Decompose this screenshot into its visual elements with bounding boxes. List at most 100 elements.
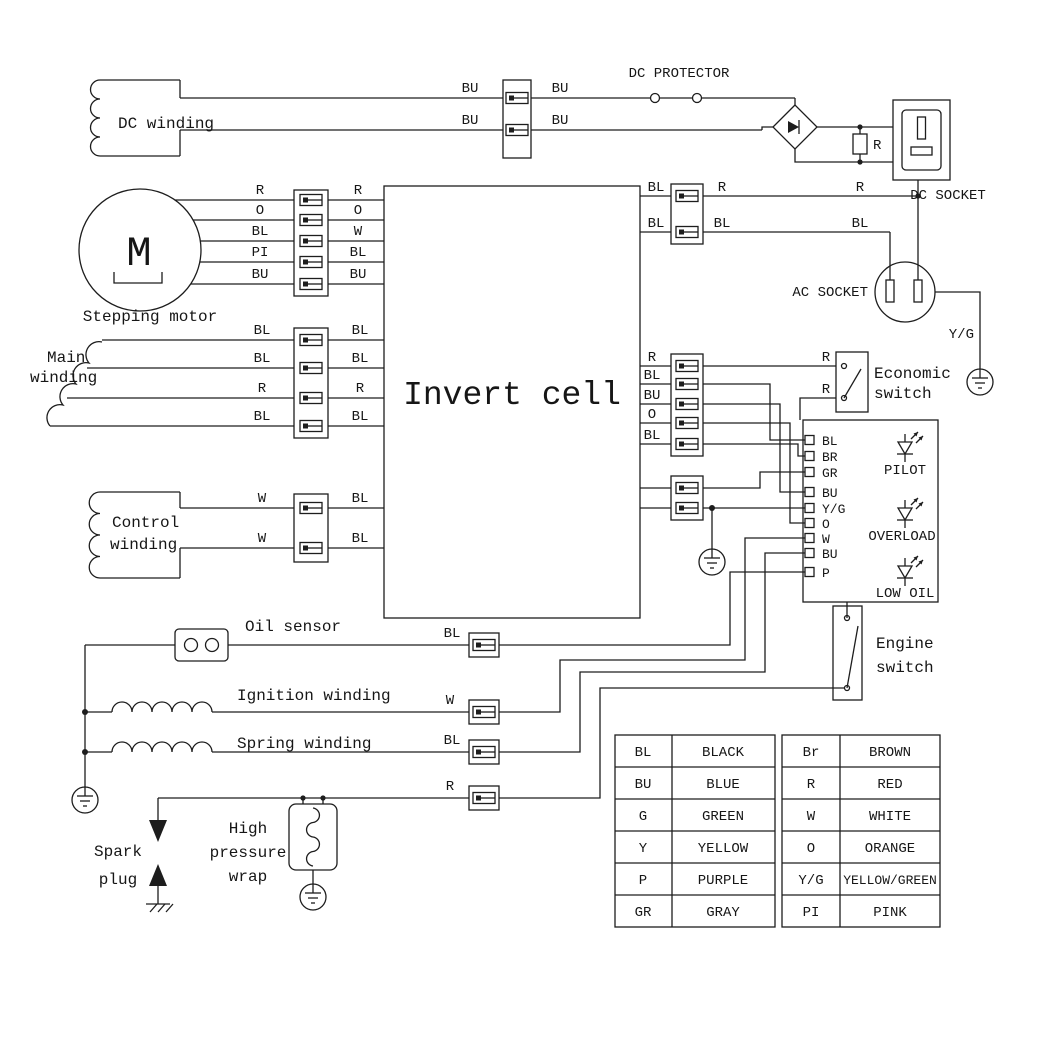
wire-label: W [258, 491, 267, 507]
legend-cell: GRAY [706, 905, 740, 921]
wire-label: BL [648, 180, 665, 196]
wire-label: R [256, 183, 265, 199]
legend-cell: Y [639, 841, 648, 857]
legend-cell: Br [803, 745, 820, 761]
legend-cell: G [639, 809, 647, 825]
pilot-label: PILOT [884, 463, 926, 479]
main-winding-symbol [46, 339, 294, 427]
panel-terminal-label: P [822, 566, 830, 581]
legend-cell: Y/G [798, 873, 823, 889]
dc-protector-label: DC PROTECTOR [629, 66, 730, 82]
wire-label: R [356, 381, 365, 397]
legend-cell: PURPLE [698, 873, 748, 889]
panel-terminal-label: W [822, 532, 830, 547]
panel-terminal-label: GR [822, 466, 838, 481]
stepping-motor-symbol [78, 188, 294, 312]
resistor-symbol [852, 124, 868, 165]
wire-label: BU [252, 267, 269, 283]
main-winding-label: Main [47, 349, 85, 367]
wire-label-bu: BU [462, 81, 479, 97]
ignition-winding-symbol [85, 537, 805, 725]
led-overload-icon [896, 497, 924, 529]
dc-socket-label: DC SOCKET [910, 188, 986, 204]
main-winding-label: winding [30, 369, 97, 387]
terminal-label: R [822, 382, 831, 398]
engine-switch-label: switch [876, 659, 934, 677]
connector-block-control [293, 493, 384, 563]
legend-cell: R [807, 777, 816, 793]
wire-label: R [354, 183, 363, 199]
legend-cell: P [639, 873, 647, 889]
terminal-label: R [822, 350, 831, 366]
ground-symbol [299, 883, 327, 911]
wire-label: BL [352, 531, 369, 547]
wire-label: BL [254, 409, 271, 425]
wire-label: R [718, 180, 727, 196]
wire-label: O [354, 203, 362, 219]
connector-block-motor [293, 189, 384, 297]
spring-winding-symbol [85, 552, 805, 765]
economic-switch-symbol [799, 351, 869, 420]
control-winding-label: winding [110, 536, 177, 554]
wire-label-bu: BU [552, 113, 569, 129]
dc-protector-fuse [649, 92, 703, 104]
rectifier-diode [772, 104, 818, 150]
wire-label: BL [252, 224, 269, 240]
ac-socket-label: AC SOCKET [792, 285, 868, 301]
engine-switch-label: Engine [876, 635, 934, 653]
plug-wire [158, 687, 844, 811]
spring-winding-label: Spring winding [237, 735, 371, 753]
wire-label: W [354, 224, 363, 240]
ground-symbol [698, 548, 726, 576]
wire-label: BL [714, 216, 731, 232]
wire-label: R [258, 381, 267, 397]
low-oil-label: LOW OIL [876, 586, 935, 602]
legend-cell: BLACK [702, 745, 745, 761]
resistor-label: R [873, 138, 882, 154]
wire-label: BL [352, 351, 369, 367]
wire-label: O [256, 203, 264, 219]
connector-block-main [293, 327, 384, 439]
wire-label: BL [352, 323, 369, 339]
legend-cell: WHITE [869, 809, 911, 825]
invert-cell-label: Invert cell [403, 377, 621, 414]
spark-plug-label: plug [99, 871, 137, 889]
panel-terminal-label: BU [822, 547, 838, 562]
wire-label: O [648, 407, 656, 423]
wire-label: W [258, 531, 267, 547]
connector-block-panel [670, 353, 704, 457]
legend-cell: RED [877, 777, 902, 793]
dc-wires [180, 97, 893, 163]
panel-terminal-label: BU [822, 486, 838, 501]
dc-socket-symbol [892, 99, 951, 280]
wire-label-yg: Y/G [949, 327, 974, 343]
wire-label: BL [648, 216, 665, 232]
wire-label: BL [352, 491, 369, 507]
legend-cell: BU [635, 777, 652, 793]
high-pressure-wrap-symbol [288, 795, 338, 884]
legend-cell: YELLOW [698, 841, 749, 857]
dc-winding-symbol [89, 79, 181, 157]
legend-cell: GREEN [702, 809, 744, 825]
wire-label: BL [444, 733, 461, 749]
high-pressure-wrap-label: pressure [210, 844, 287, 862]
panel-terminal-label: BL [822, 434, 838, 449]
wire-label: BL [852, 216, 869, 232]
panel-feed-wires [640, 365, 836, 524]
legend-cell: GR [635, 905, 652, 921]
wire-label: BL [350, 245, 367, 261]
legend-cell: ORANGE [865, 841, 915, 857]
wire-label: BL [254, 323, 271, 339]
wire-label: R [648, 350, 657, 366]
wire-label: BL [644, 428, 661, 444]
spark-plug-symbol [146, 798, 174, 913]
oil-sensor-symbol [85, 571, 805, 662]
wire-label: W [446, 693, 455, 709]
legend-cell: BLUE [706, 777, 740, 793]
legend-cell: BROWN [869, 745, 911, 761]
legend-cell: W [807, 809, 816, 825]
legend-cell: PINK [873, 905, 907, 921]
wire-label: BU [644, 388, 661, 404]
